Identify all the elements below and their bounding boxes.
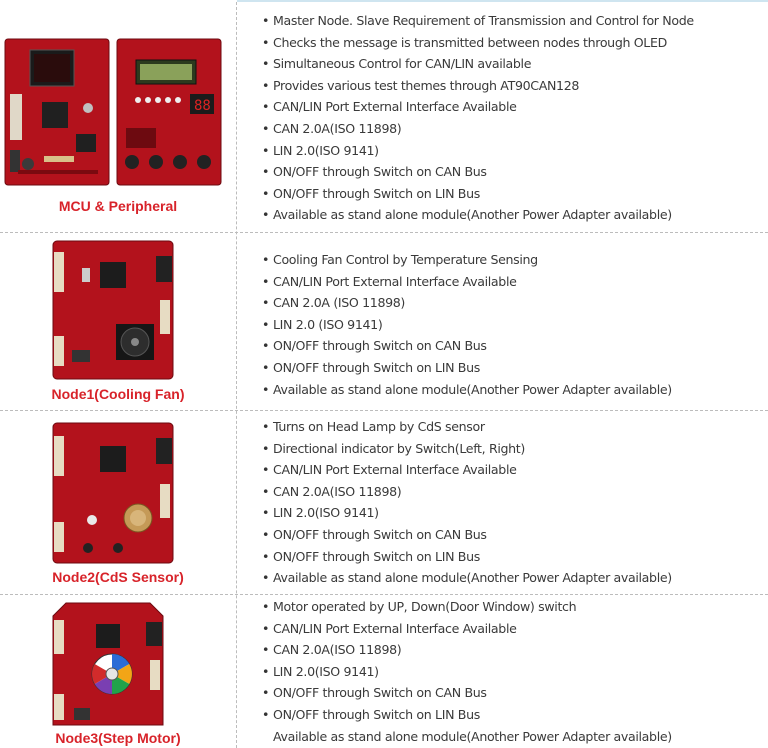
cds-sensor-board-photo	[52, 422, 174, 564]
feature-list: •Cooling Fan Control by Temperature Sens…	[262, 249, 672, 400]
feature-item: Available as stand alone module(Another …	[273, 728, 672, 744]
feature-item: •ON/OFF through Switch on LIN Bus	[262, 359, 480, 375]
feature-item: •ON/OFF through Switch on LIN Bus	[262, 185, 480, 201]
feature-item: •Master Node. Slave Requirement of Trans…	[262, 13, 694, 28]
row-caption: Node3(Step Motor)	[55, 730, 181, 746]
cooling-fan-board-photo	[52, 240, 174, 380]
svg-text:88: 88	[194, 98, 211, 114]
feature-item: •LIN 2.0(ISO 9141)	[262, 142, 379, 158]
feature-item: •Directional indicator by Switch(Left, R…	[262, 440, 525, 456]
feature-item: •CAN/LIN Port External Interface Availab…	[262, 99, 517, 115]
mcu-board-photo	[4, 38, 110, 186]
row-caption: Node1(Cooling Fan)	[51, 386, 185, 402]
row-divider	[0, 410, 768, 411]
feature-item: •Provides various test themes through AT…	[262, 77, 580, 93]
feature-item: •Available as stand alone module(Another…	[262, 207, 672, 223]
feature-item: •Motor operated by UP, Down(Door Window)…	[262, 599, 577, 614]
feature-item: •Turns on Head Lamp by CdS sensor	[262, 419, 485, 434]
feature-item: •CAN/LIN Port External Interface Availab…	[262, 462, 517, 478]
feature-item: •ON/OFF through Switch on CAN Bus	[262, 685, 487, 701]
feature-item: •CAN 2.0A(ISO 11898)	[262, 642, 402, 658]
feature-list: •Turns on Head Lamp by CdS sensor •Direc…	[262, 416, 672, 589]
feature-item: •Available as stand alone module(Another…	[262, 381, 672, 397]
feature-item: •Available as stand alone module(Another…	[262, 570, 672, 586]
feature-item: •Checks the message is transmitted betwe…	[262, 34, 667, 50]
feature-item: •Cooling Fan Control by Temperature Sens…	[262, 252, 538, 267]
feature-item: •CAN 2.0A(ISO 11898)	[262, 120, 402, 136]
row-divider	[0, 594, 768, 595]
feature-item: •LIN 2.0(ISO 9141)	[262, 505, 379, 521]
row-divider	[0, 232, 768, 233]
top-rule	[237, 0, 768, 2]
row-caption: Node2(CdS Sensor)	[52, 569, 184, 585]
feature-item: •ON/OFF through Switch on CAN Bus	[262, 526, 487, 542]
feature-item: •ON/OFF through Switch on LIN Bus	[262, 706, 480, 722]
feature-item: •ON/OFF through Switch on CAN Bus	[262, 338, 487, 354]
feature-item: •ON/OFF through Switch on CAN Bus	[262, 164, 487, 180]
feature-item: •CAN/LIN Port External Interface Availab…	[262, 273, 517, 289]
peripheral-board-photo: 88	[116, 38, 222, 186]
feature-item: •CAN 2.0A (ISO 11898)	[262, 295, 405, 311]
feature-list: •Master Node. Slave Requirement of Trans…	[262, 10, 694, 226]
feature-item: •LIN 2.0 (ISO 9141)	[262, 316, 383, 332]
feature-list: •Motor operated by UP, Down(Door Window)…	[262, 596, 672, 747]
column-divider	[236, 2, 237, 748]
feature-item: •ON/OFF through Switch on LIN Bus	[262, 548, 480, 564]
row-caption: MCU & Peripheral	[58, 198, 178, 214]
feature-item: •CAN 2.0A(ISO 11898)	[262, 483, 402, 499]
step-motor-board-photo	[52, 602, 164, 726]
feature-item: •LIN 2.0(ISO 9141)	[262, 663, 379, 679]
feature-item: •CAN/LIN Port External Interface Availab…	[262, 620, 517, 636]
feature-item: •Simultaneous Control for CAN/LIN availa…	[262, 56, 532, 72]
